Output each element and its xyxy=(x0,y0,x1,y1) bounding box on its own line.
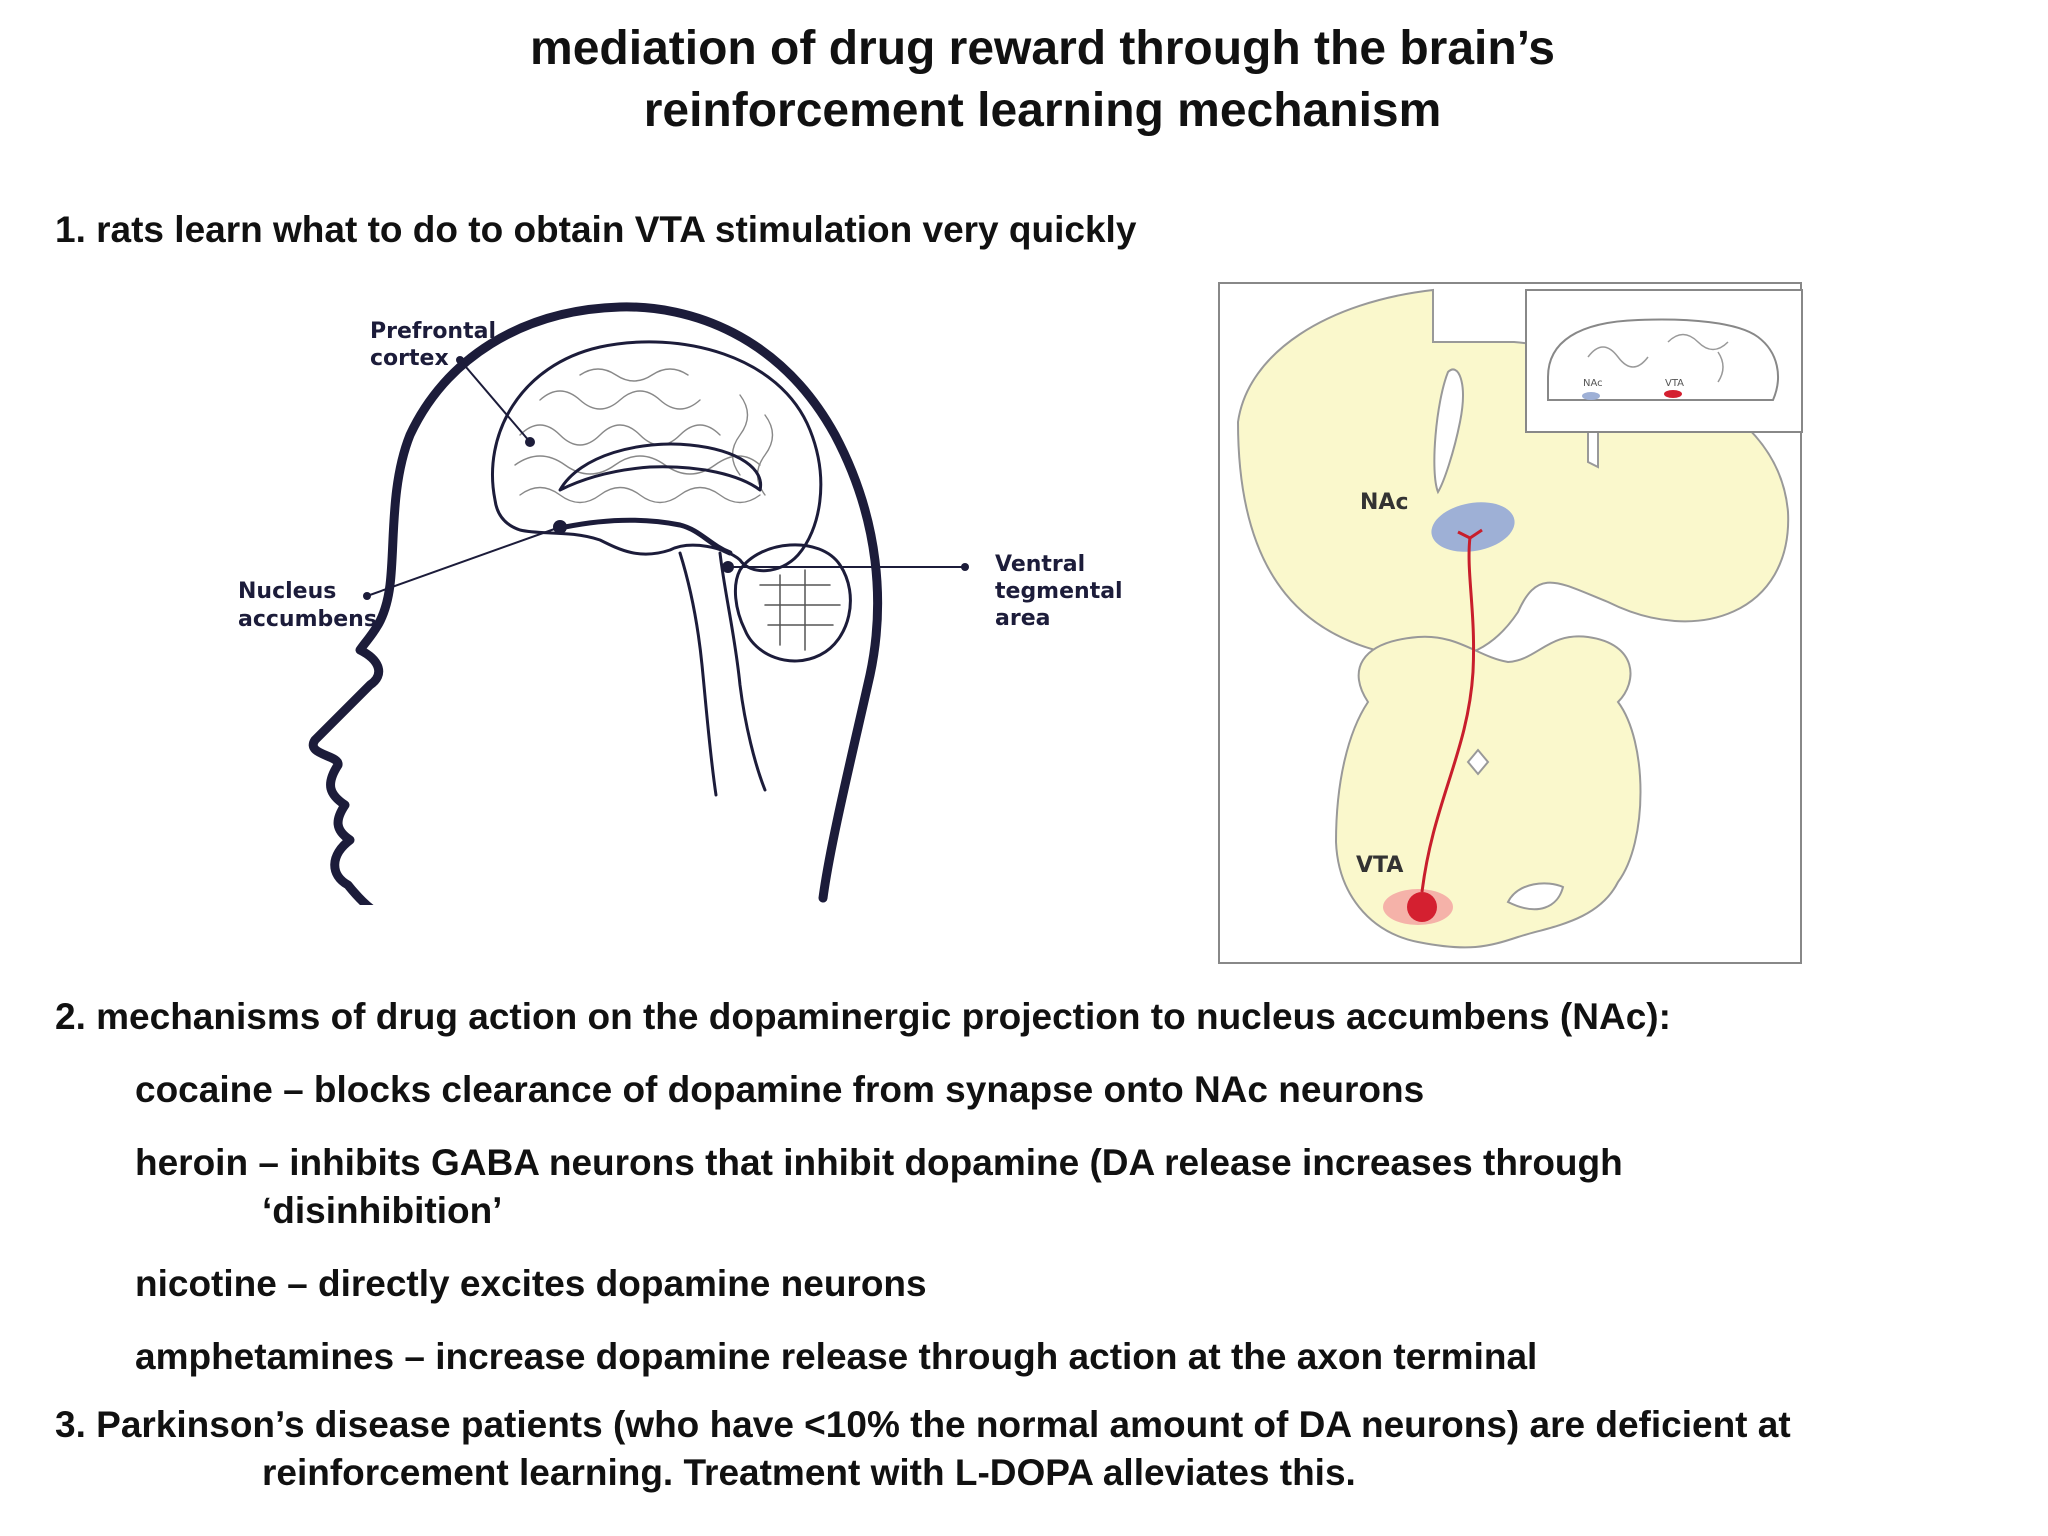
label-nucleus-1: Nucleus xyxy=(238,579,336,604)
drug-amphetamines: amphetamines – increase dopamine release… xyxy=(135,1336,1538,1377)
brain-gyri xyxy=(514,368,774,504)
title-line-1: mediation of drug reward through the bra… xyxy=(530,22,1555,75)
rat-brain-sections-diagram: NAc VTA NAc VTA xyxy=(1218,282,1803,964)
inset-sagittal-brain xyxy=(1547,318,1779,401)
nac-region xyxy=(1431,502,1515,552)
inset-label-vta: VTA xyxy=(1665,378,1684,389)
brainstem xyxy=(678,551,767,797)
drug-heroin-line-1: heroin – inhibits GABA neurons that inhi… xyxy=(135,1142,1623,1183)
drug-nicotine: nicotine – directly excites dopamine neu… xyxy=(135,1263,927,1304)
label-ventral-3: area xyxy=(995,606,1050,631)
prefrontal-pointer xyxy=(459,359,531,443)
label-nac: NAc xyxy=(1360,490,1408,515)
title-line-2: reinforcement learning mechanism xyxy=(643,84,1442,137)
label-prefrontal-1: Prefrontal xyxy=(370,319,496,344)
dopamine-pathway xyxy=(562,517,733,556)
point-2-heading: 2. mechanisms of drug action on the dopa… xyxy=(55,996,1671,1037)
label-prefrontal-2: cortex xyxy=(370,346,449,371)
label-ventral-2: tegmental xyxy=(995,579,1123,604)
point-3-line-1: 3. Parkinson’s disease patients (who hav… xyxy=(55,1404,1791,1445)
label-nucleus-2: accumbens xyxy=(238,607,377,632)
drug-cocaine: cocaine – blocks clearance of dopamine f… xyxy=(135,1069,1425,1110)
point-3-line-2: reinforcement learning. Treatment with L… xyxy=(262,1452,1356,1493)
nucleus-pointer xyxy=(366,526,561,597)
brain-outline xyxy=(490,340,823,573)
human-brain-diagram: Prefrontal cortex Nucleus accumbens Vent… xyxy=(238,302,1123,905)
drug-heroin-line-2: ‘disinhibition’ xyxy=(262,1190,503,1231)
dopamine-projection-axon xyxy=(1420,536,1476,893)
point-1-text: 1. rats learn what to do to obtain VTA s… xyxy=(55,209,1137,250)
slide-title: mediation of drug reward through the bra… xyxy=(0,18,2048,142)
label-ventral-1: Ventral xyxy=(995,552,1085,577)
label-vta: VTA xyxy=(1356,853,1403,878)
midbrain-section xyxy=(1334,635,1642,949)
inset-label-nac: NAc xyxy=(1583,378,1603,389)
head-outline xyxy=(308,302,883,905)
corpus-callosum xyxy=(558,442,763,492)
vta-region xyxy=(1407,892,1437,922)
cerebellum xyxy=(734,543,852,663)
